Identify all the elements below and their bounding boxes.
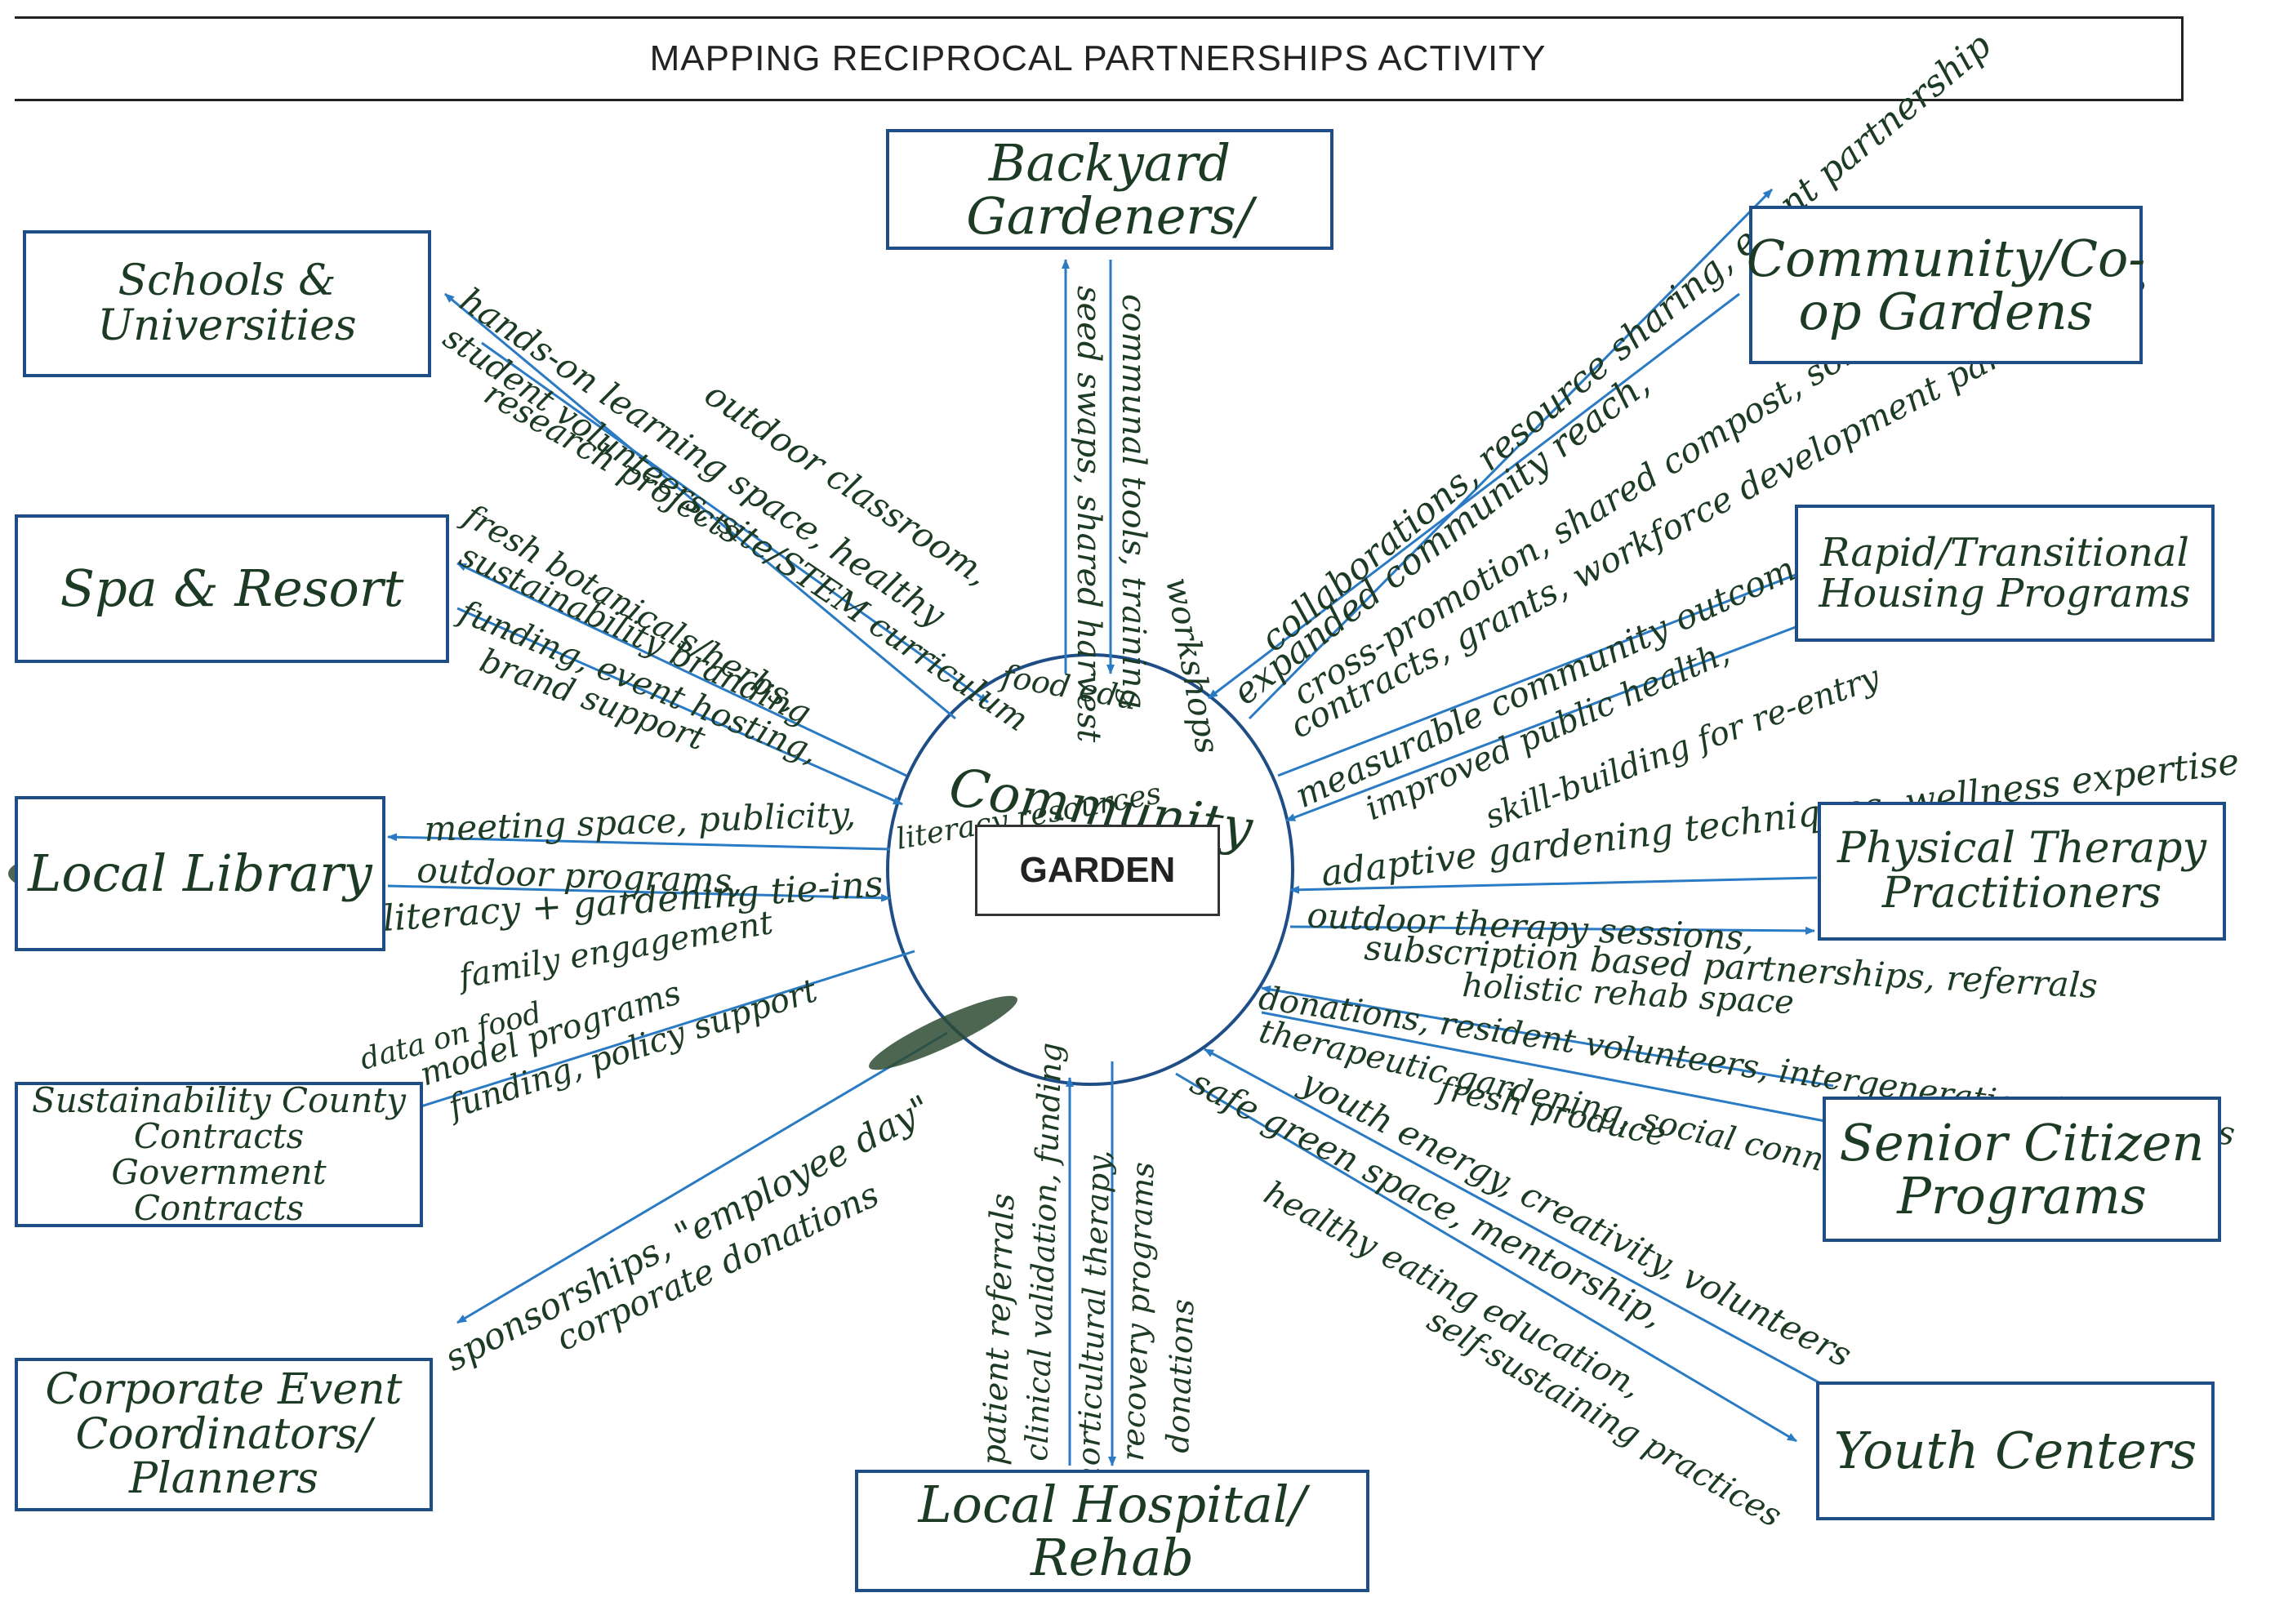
- arrow-library-out: [387, 833, 891, 851]
- annotation-library-a: meeting space, publicity,: [424, 794, 857, 849]
- partner-youth-centers: Youth Centers: [1816, 1382, 2215, 1520]
- annotation-backyard-down: seed swaps, shared harvest: [1070, 286, 1107, 743]
- annotation-hospital-c: horticultural therapy,: [1070, 1149, 1117, 1486]
- arrow-housing-in: [1285, 619, 1814, 822]
- scribble-mark: [869, 995, 1017, 1070]
- arrow-schools-in: [481, 341, 989, 704]
- partner-community-coop-gardens: Community/Co-op Gardens: [1747, 206, 2145, 364]
- arrow-youth-in: [1204, 1048, 1830, 1390]
- arrow-spa-out: [456, 562, 907, 777]
- arrow-youth-out: [1175, 1072, 1797, 1443]
- arrow-sustain-out: [407, 950, 915, 1112]
- garden-circle: [886, 653, 1294, 1086]
- partner-local-library: Local Library: [15, 796, 385, 951]
- arrow-senior-in: [1261, 985, 1834, 1088]
- arrow-senior-out: [1261, 1011, 1834, 1125]
- garden-center-box: GARDEN: [975, 825, 1220, 916]
- partner-corporate-event-planners: Corporate Event Coordinators/ Planners: [15, 1358, 433, 1511]
- annotation-corp-a: sponsorships, "employee day": [438, 1088, 937, 1380]
- arrow-spa-in: [456, 607, 903, 806]
- arrow-housing-out: [1277, 562, 1826, 777]
- annotation-backyard-up: communal tools, training: [1115, 294, 1152, 709]
- partner-backyard-gardeners: Backyard Gardeners/: [886, 129, 1333, 250]
- partner-schools-universities: Schools & Universities: [23, 230, 431, 377]
- partner-physical-therapy: Physical Therapy Practitioners: [1818, 802, 2226, 941]
- partner-spa-resort: Spa & Resort: [15, 514, 449, 663]
- partner-local-hospital-rehab: Local Hospital/ Rehab: [855, 1470, 1369, 1592]
- arrow-pt-in: [1289, 876, 1818, 894]
- annotation-hospital-b: clinical validation, funding: [1018, 1042, 1069, 1462]
- partner-senior-citizen-programs: Senior Citizen Programs: [1823, 1097, 2221, 1242]
- arrow-pt-out: [1289, 925, 1815, 935]
- arrow-schools-out: [444, 292, 956, 720]
- partner-transitional-housing: Rapid/Transitional Housing Programs: [1795, 505, 2215, 642]
- annotation-hospital-a: patient referrals: [975, 1193, 1022, 1466]
- annotation-hospital-e: donations: [1160, 1298, 1201, 1453]
- arrow-coop-out: [1248, 188, 1774, 720]
- page-title: MAPPING RECIPROCAL PARTNERSHIPS ACTIVITY: [15, 16, 2184, 101]
- arrow-library-in: [387, 884, 891, 902]
- arrow-corporate-out: [456, 1031, 948, 1324]
- arrow-coop-in: [1208, 292, 1740, 700]
- annotation-backyard-extra: workshops: [1158, 575, 1226, 757]
- partner-sustainability-contracts: Sustainability County Contracts Governme…: [15, 1082, 423, 1227]
- annotation-hospital-d: recovery programs: [1115, 1161, 1161, 1462]
